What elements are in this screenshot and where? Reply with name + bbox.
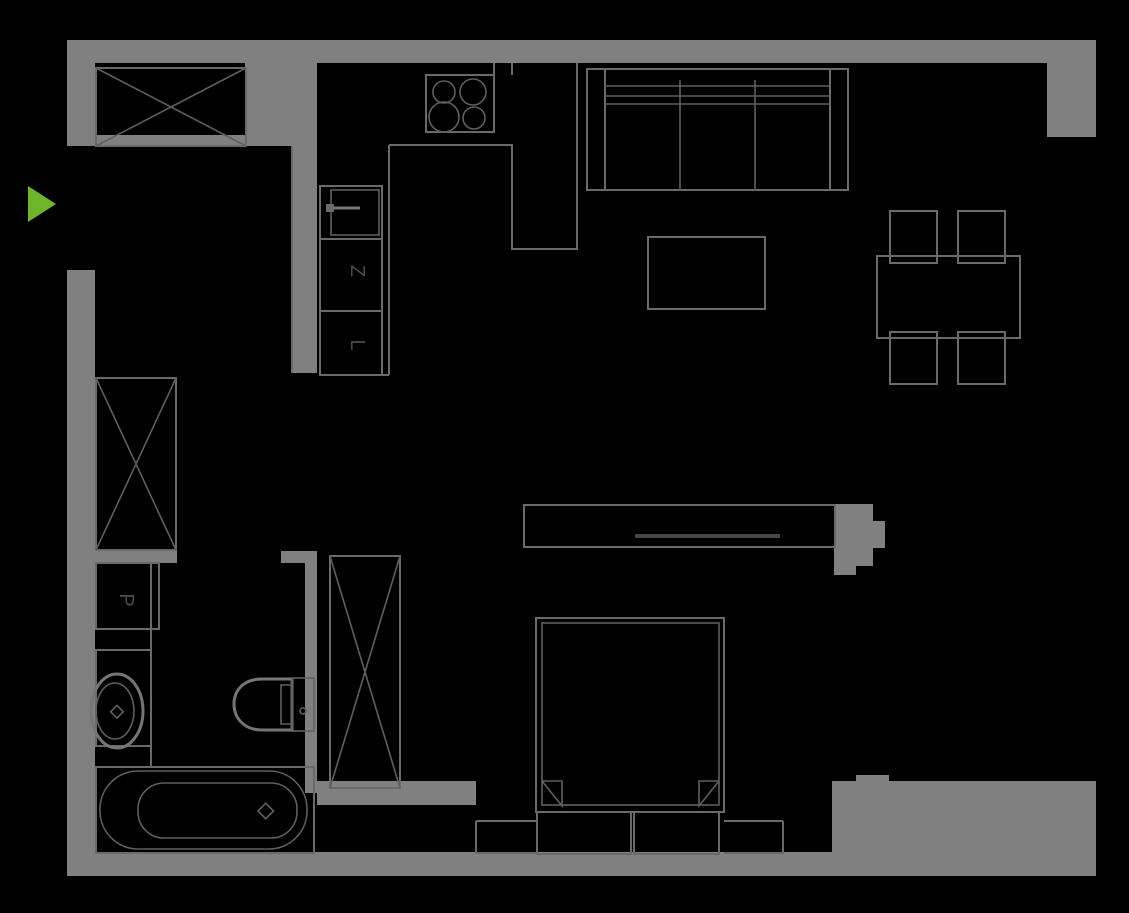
fridge-glyph: L: [346, 339, 368, 350]
bathtub-drain: [256, 802, 275, 820]
basin-bowl-outer: [89, 672, 145, 750]
wall-bottom: [67, 852, 1096, 876]
coffee-table: [647, 236, 766, 310]
bathroom-basin: [89, 649, 152, 750]
entrance-arrow-triangle[interactable]: [28, 186, 56, 222]
toilet-bowl: [232, 677, 294, 732]
bathtub-rim: [99, 770, 308, 850]
window-bedroom-left: [95, 377, 177, 551]
wall-bottom-pillar: [832, 775, 889, 852]
stove-burner-1: [432, 80, 456, 104]
basin-bowl-inner: [95, 682, 135, 740]
nightstand-right: [724, 821, 784, 854]
wall-hall-jog: [95, 135, 245, 146]
bathroom-group: P: [89, 562, 315, 854]
sink-faucet-base: [326, 204, 334, 212]
pillow-left: [536, 811, 632, 855]
window-bathroom-upper: [329, 555, 401, 789]
living-room-group: [586, 68, 1021, 385]
bed-fold-left: [541, 780, 563, 809]
washing-machine-outline: [95, 562, 160, 630]
window-hall-frame: [95, 67, 247, 147]
wall-bathroom-top: [95, 551, 177, 563]
kitchen-group: Z L: [319, 63, 578, 376]
dishwasher-glyph: Z: [346, 265, 368, 277]
sink-basin: [330, 189, 380, 236]
window-bathroom-frame: [329, 555, 401, 789]
basin-drain: [109, 704, 125, 720]
wall-left-lower: [67, 270, 95, 876]
sofa: [586, 68, 849, 191]
dining-set: [876, 210, 1021, 385]
wardrobe-outline: [523, 504, 836, 548]
window-bedroom-left-diag-b: [95, 377, 177, 551]
dining-chair-top-left: [889, 210, 938, 264]
stove-burner-2: [459, 78, 487, 106]
toilet-tank: [291, 677, 315, 732]
entrance-arrow[interactable]: [28, 186, 56, 222]
wall-top: [67, 40, 1096, 137]
dining-chair-top-right: [957, 210, 1006, 264]
window-hall-diag-b: [95, 67, 247, 147]
window-hall: [95, 67, 247, 147]
bathtub: [95, 766, 315, 854]
kitchen-counter: [389, 63, 578, 250]
bathtub-basin: [137, 782, 298, 839]
walls-group: [67, 40, 1096, 876]
washing-machine: P: [95, 562, 160, 630]
toilet: [232, 677, 315, 732]
wall-left-upper: [67, 40, 95, 146]
dining-chair-bottom-left: [889, 331, 938, 385]
stove-cooktop: [425, 74, 495, 133]
nightstand-left: [475, 821, 536, 854]
dining-table: [876, 255, 1021, 339]
bathtub-outline: [95, 766, 315, 854]
washing-machine-glyph: P: [115, 593, 137, 606]
stove-burner-4: [462, 106, 486, 130]
wall-bedroom-column: [834, 504, 885, 575]
bed-mattress: [541, 622, 720, 806]
bedroom-group: [475, 504, 836, 855]
toilet-flush-button: [299, 707, 307, 715]
bed-fold-right: [698, 780, 720, 809]
wall-bathroom-right: [305, 551, 317, 793]
toilet-seat-inner: [280, 684, 292, 725]
wardrobe: [523, 504, 836, 548]
window-bathroom-diag-b: [329, 555, 401, 789]
stove-outline: [425, 74, 495, 133]
stove-burner-3: [428, 101, 460, 133]
sofa-seat-area: [604, 68, 831, 191]
wall-bottom-right-step: [889, 781, 1096, 852]
window-bedroom-left-frame: [95, 377, 177, 551]
bed-double: [535, 617, 725, 855]
wall-hall-kitchen: [245, 63, 317, 373]
wall-corridor-bottom: [317, 781, 476, 805]
dining-chair-bottom-right: [957, 331, 1006, 385]
pillow-right: [633, 811, 720, 855]
